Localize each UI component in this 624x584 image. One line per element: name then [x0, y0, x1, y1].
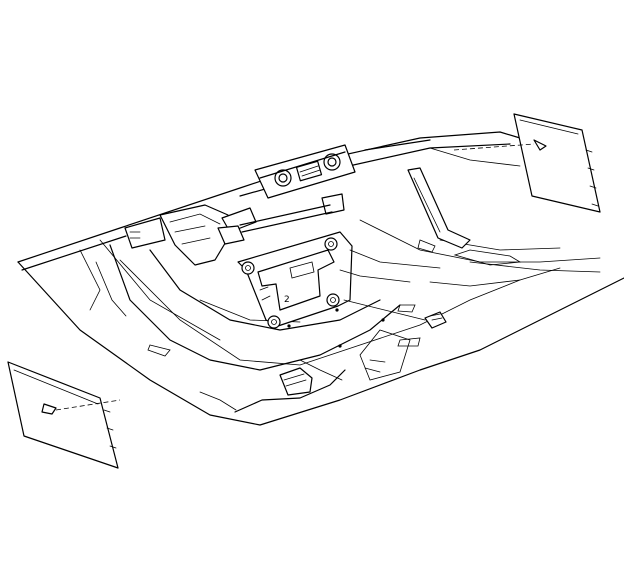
bracket-number-label: 2: [284, 295, 290, 305]
right-sill-trim: [407, 167, 471, 249]
right-kick-panel: [453, 113, 601, 213]
console-bracket: 2: [237, 231, 353, 329]
lower-front-trim: [234, 359, 346, 413]
upper-bracket-arm: [217, 193, 345, 245]
hvac-control-panel: [254, 144, 356, 199]
floor-mounting-dots: [287, 308, 385, 348]
floor-panel: [17, 219, 624, 426]
left-kick-panel: [7, 361, 121, 469]
shifter-boot: [124, 204, 231, 266]
floor-detail-lines: [95, 249, 521, 411]
dashboard-outline: [17, 131, 521, 271]
right-floor-clip: [343, 299, 447, 329]
